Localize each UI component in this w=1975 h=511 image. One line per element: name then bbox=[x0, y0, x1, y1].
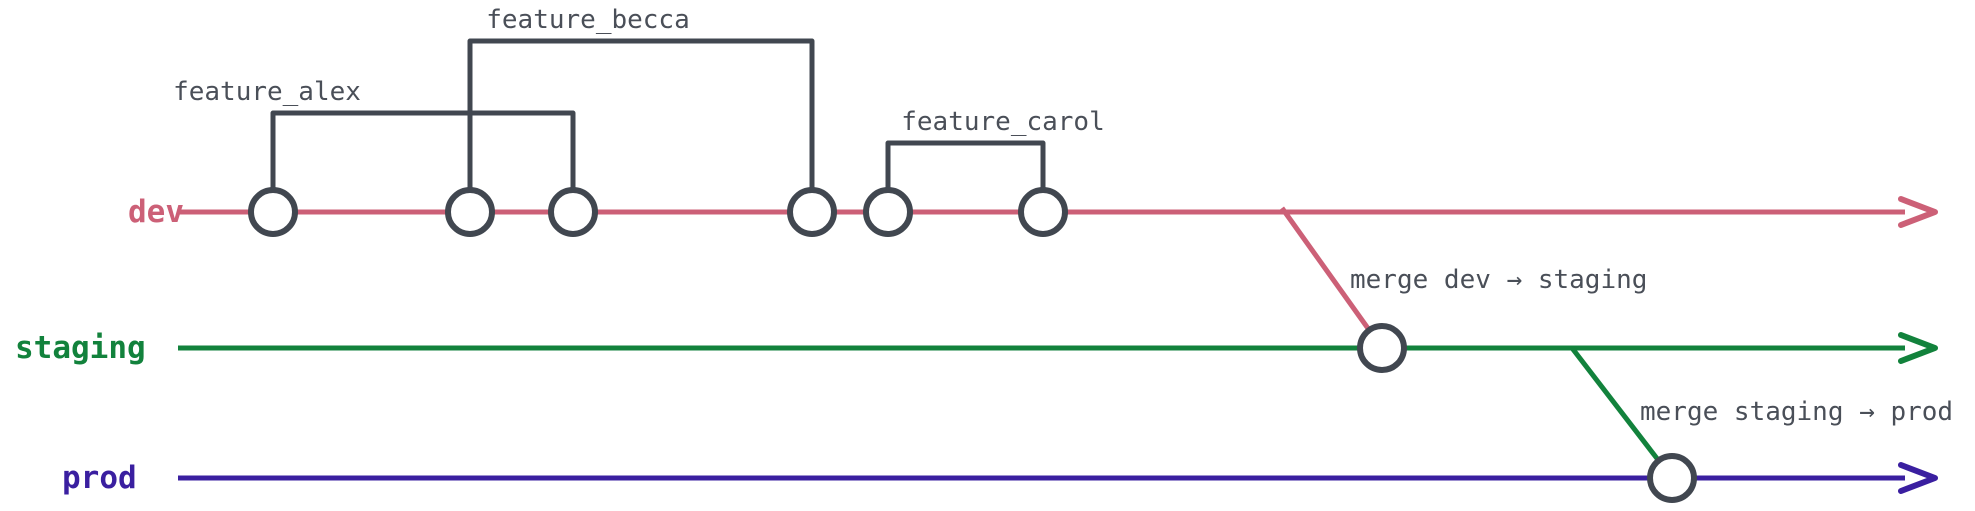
commit-node-c5[interactable] bbox=[863, 187, 913, 237]
commit-node-c2[interactable] bbox=[445, 187, 495, 237]
branch-label-staging: staging bbox=[15, 330, 146, 366]
feature-label-feature_alex: feature_alex bbox=[173, 77, 361, 107]
commit-node-c6[interactable] bbox=[1018, 187, 1068, 237]
commit-node-m1[interactable] bbox=[1357, 323, 1407, 373]
branch-arrowhead-staging bbox=[1898, 332, 1938, 364]
merge-label-merge-dev-staging: merge dev → staging bbox=[1350, 265, 1647, 295]
merge-edge-merge-staging-prod bbox=[1570, 346, 1674, 480]
branch-lines-group bbox=[178, 196, 1938, 494]
branch-label-dev: dev bbox=[128, 194, 184, 230]
feature-label-feature_carol: feature_carol bbox=[901, 107, 1105, 137]
commit-nodes-group bbox=[248, 187, 1697, 503]
merge-lines-group bbox=[1279, 206, 1674, 480]
feature-brackets-group bbox=[270, 38, 1046, 193]
text-labels-group: dev staging prod feature_alex feature_beccaf… bbox=[15, 5, 1953, 496]
branch-arrowhead-prod bbox=[1898, 462, 1938, 494]
feature-label-feature_becca: feature_becca bbox=[486, 5, 690, 35]
merge-label-merge-staging-prod: merge staging → prod bbox=[1640, 397, 1953, 427]
feature-bracket-feature_becca bbox=[467, 38, 815, 193]
commit-node-c1[interactable] bbox=[248, 187, 298, 237]
branch-label-prod: prod bbox=[62, 460, 137, 496]
branch-line-staging bbox=[178, 332, 1938, 364]
branch-arrowhead-dev bbox=[1898, 196, 1938, 228]
commit-node-c3[interactable] bbox=[548, 187, 598, 237]
feature-bracket-feature_carol bbox=[885, 140, 1046, 193]
merge-edge-merge-dev-staging bbox=[1279, 206, 1385, 350]
feature-bracket-feature_alex bbox=[270, 110, 576, 193]
commit-node-m2[interactable] bbox=[1647, 453, 1697, 503]
branch-line-prod bbox=[178, 462, 1938, 494]
commit-node-c4[interactable] bbox=[787, 187, 837, 237]
